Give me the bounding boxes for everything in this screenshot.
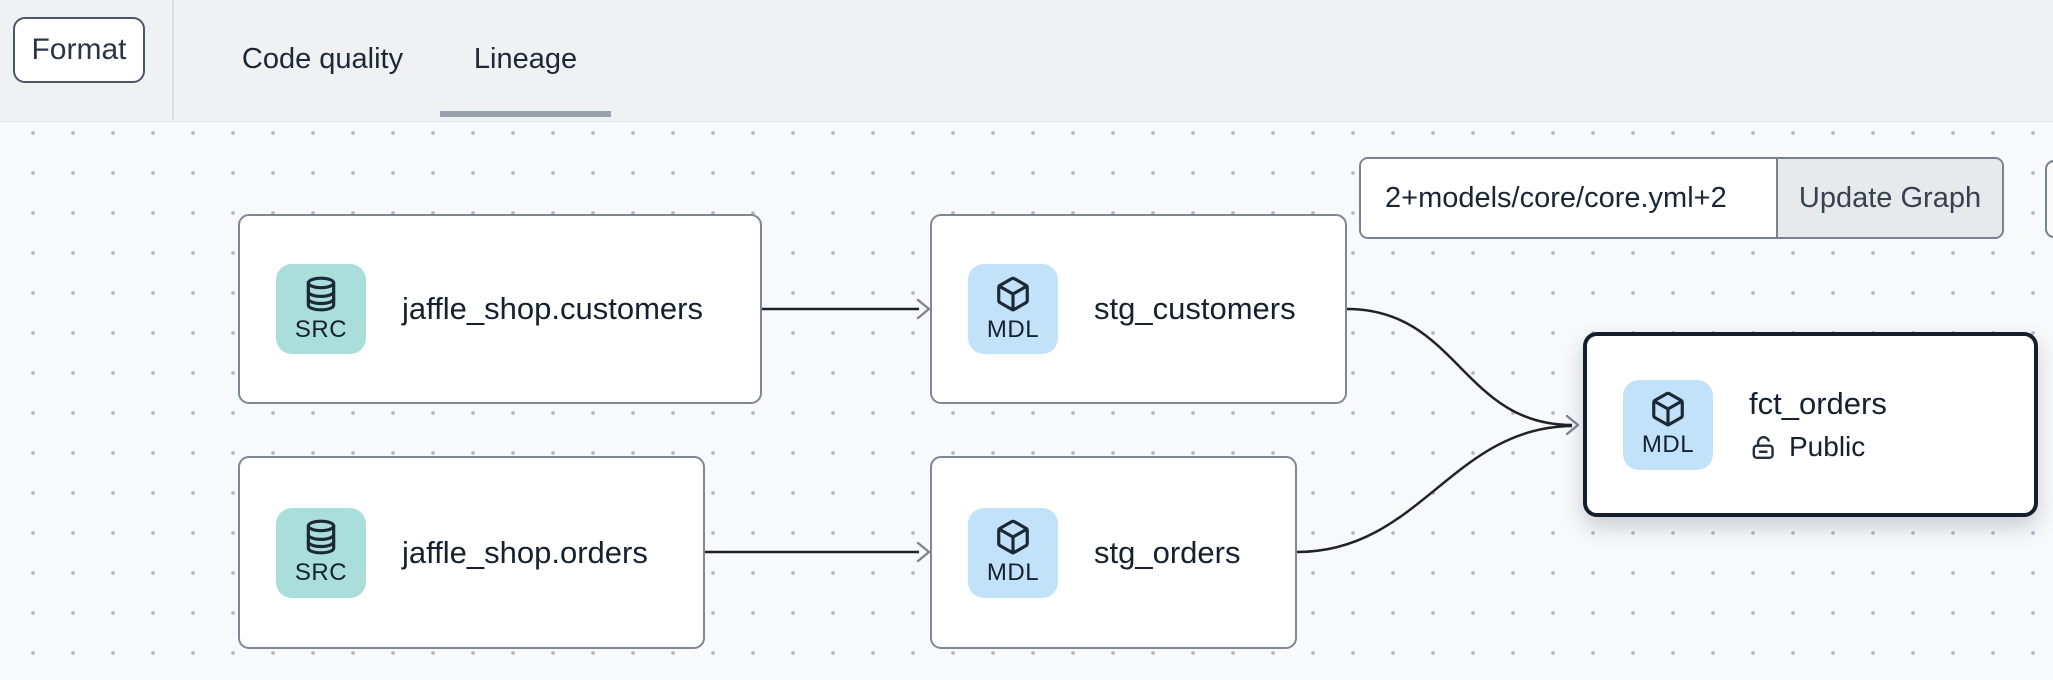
badge-label: SRC bbox=[294, 559, 348, 586]
model-badge: MDL bbox=[968, 264, 1058, 354]
source-badge: SRC bbox=[276, 507, 366, 598]
model-badge: MDL bbox=[1623, 379, 1713, 470]
model-badge: MDL bbox=[968, 507, 1058, 598]
database-icon bbox=[306, 276, 336, 311]
update-graph-button[interactable]: Update Graph bbox=[1776, 159, 2002, 237]
edge-stgorders-to-fct bbox=[1296, 424, 1573, 554]
source-badge: SRC bbox=[276, 264, 366, 354]
tab-lineage[interactable]: Lineage bbox=[440, 0, 611, 119]
access-row: Public bbox=[1749, 431, 1887, 463]
editor-toolbar: Format Code quality Lineage bbox=[0, 0, 2053, 122]
tab-code-quality[interactable]: Code quality bbox=[225, 0, 420, 119]
unlock-icon bbox=[1752, 435, 1774, 459]
tab-code-quality-label: Code quality bbox=[241, 43, 404, 75]
clipped-button[interactable] bbox=[2045, 160, 2053, 238]
cube-icon bbox=[997, 276, 1029, 311]
node-jaffle-shop-customers[interactable]: SRC jaffle_shop.customers bbox=[238, 214, 762, 404]
node-jaffle-shop-orders[interactable]: SRC jaffle_shop.orders bbox=[238, 456, 705, 649]
tab-active-underline bbox=[440, 111, 611, 117]
arrowhead-icon bbox=[1565, 414, 1580, 436]
node-label: jaffle_shop.customers bbox=[402, 291, 703, 326]
database-icon bbox=[306, 519, 336, 555]
badge-label: MDL bbox=[986, 559, 1040, 586]
edge-stgcustomers-to-fct bbox=[1346, 307, 1573, 427]
arrowhead-icon bbox=[916, 541, 931, 563]
badge-label: MDL bbox=[1641, 431, 1695, 458]
node-label: stg_customers bbox=[1094, 291, 1296, 326]
node-label: fct_orders bbox=[1749, 386, 1887, 421]
node-stg-orders[interactable]: MDL stg_orders bbox=[930, 456, 1297, 649]
node-stg-customers[interactable]: MDL stg_customers bbox=[930, 214, 1347, 404]
access-label: Public bbox=[1789, 431, 1866, 462]
node-label: jaffle_shop.orders bbox=[402, 534, 648, 570]
cube-icon bbox=[1652, 391, 1684, 427]
tab-lineage-label: Lineage bbox=[473, 43, 578, 75]
badge-label: MDL bbox=[986, 315, 1040, 343]
lineage-selector-input[interactable] bbox=[1361, 159, 1776, 237]
node-label: stg_orders bbox=[1094, 534, 1241, 570]
badge-label: SRC bbox=[294, 315, 348, 343]
arrowhead-icon bbox=[916, 298, 931, 320]
format-button[interactable]: Format bbox=[13, 17, 145, 83]
cube-icon bbox=[997, 519, 1029, 555]
node-fct-orders[interactable]: MDL fct_orders Public bbox=[1583, 332, 2038, 517]
lineage-canvas[interactable]: SRC jaffle_shop.customers MDL stg_custom… bbox=[0, 121, 2053, 680]
lineage-selector-group: Update Graph bbox=[1359, 157, 2004, 239]
toolbar-divider bbox=[172, 0, 174, 120]
